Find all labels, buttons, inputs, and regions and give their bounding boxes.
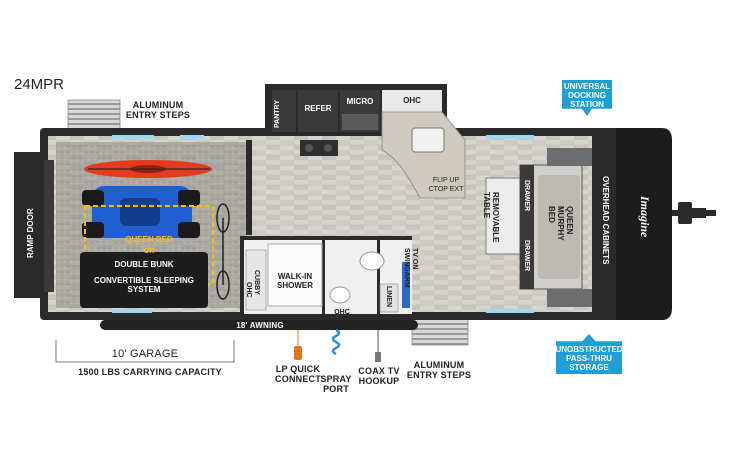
kitchen-sink — [411, 127, 445, 153]
bath-sink — [329, 286, 351, 304]
sleeping-system — [80, 252, 208, 308]
label-convertible-sleeping: CONVERTIBLE SLEEPING SYSTEM — [93, 276, 194, 294]
label-micro: MICRO — [346, 97, 374, 106]
stovetop — [300, 140, 338, 156]
label-queen-murphy-bed: QUEEN MURPHY BED — [547, 206, 574, 241]
label-drawer-left: DRAWER — [523, 180, 530, 212]
linen-cabinet — [379, 283, 399, 313]
label-queen-bed: QUEEN BED — [125, 235, 173, 244]
label-carrying-capacity: 1500 LBS CARRYING CAPACITY — [78, 367, 222, 377]
label-entry-steps-top: ALUMINUM ENTRY STEPS — [125, 100, 191, 120]
top-entry-steps — [67, 99, 121, 131]
lp-icon — [294, 346, 302, 360]
label-garage: 10' GARAGE — [90, 348, 200, 360]
garage-dimension — [55, 340, 235, 363]
cubby — [245, 249, 267, 311]
label-walk-in-shower: WALK-IN SHOWER — [277, 272, 313, 290]
walk-in-shower — [267, 243, 323, 307]
queen-bed-outline — [84, 205, 214, 285]
coax-icon — [375, 352, 381, 362]
toilet — [359, 251, 385, 271]
label-or: OR — [143, 248, 155, 255]
label-double-bunk: DOUBLE BUNK — [114, 260, 174, 269]
label-lp-quick-connect: LP QUICK CONNECT — [275, 364, 321, 384]
label-entry-steps-bottom: ALUMINUM ENTRY STEPS — [406, 360, 472, 380]
removable-table — [485, 177, 521, 255]
label-overhead-cabinets: OVERHEAD CABINETS — [601, 176, 610, 265]
model-name: 24MPR — [14, 76, 65, 93]
refer — [298, 90, 338, 132]
pantry — [272, 90, 296, 132]
awning-bar — [100, 320, 418, 330]
label-awning: 18' AWNING — [236, 321, 284, 330]
label-linen: LINEN — [385, 286, 392, 307]
tv-swingarm — [402, 262, 410, 308]
label-ohc-cubby: OHC — [245, 282, 252, 298]
label-drawer-right: DRAWER — [523, 240, 530, 272]
label-ohc-top: OHC — [403, 96, 421, 105]
front-cap — [592, 128, 616, 320]
label-flip-up-ctop: FLIP UP CTOP EXT — [428, 177, 464, 193]
label-ohc-bath: OHC — [334, 309, 350, 316]
label-refer: REFER — [304, 104, 332, 113]
label-coax-tv-hookup: COAX TV HOOKUP — [358, 366, 400, 386]
ohc-kitchen — [382, 90, 442, 112]
spray-port-icon — [331, 328, 341, 356]
label-tv-swingarm: TV ON SWINGARM — [403, 248, 418, 288]
label-spray-port: SPRAY PORT — [320, 374, 352, 394]
brand-logo: Imagine — [638, 196, 652, 238]
label-removable-table: REMOVABLE TABLE — [482, 192, 500, 243]
label-ramp-door: RAMP DOOR — [26, 208, 35, 258]
label-pantry: PANTRY — [274, 100, 281, 128]
label-cubby: CUBBY — [253, 270, 260, 295]
ramp-door — [14, 152, 44, 298]
